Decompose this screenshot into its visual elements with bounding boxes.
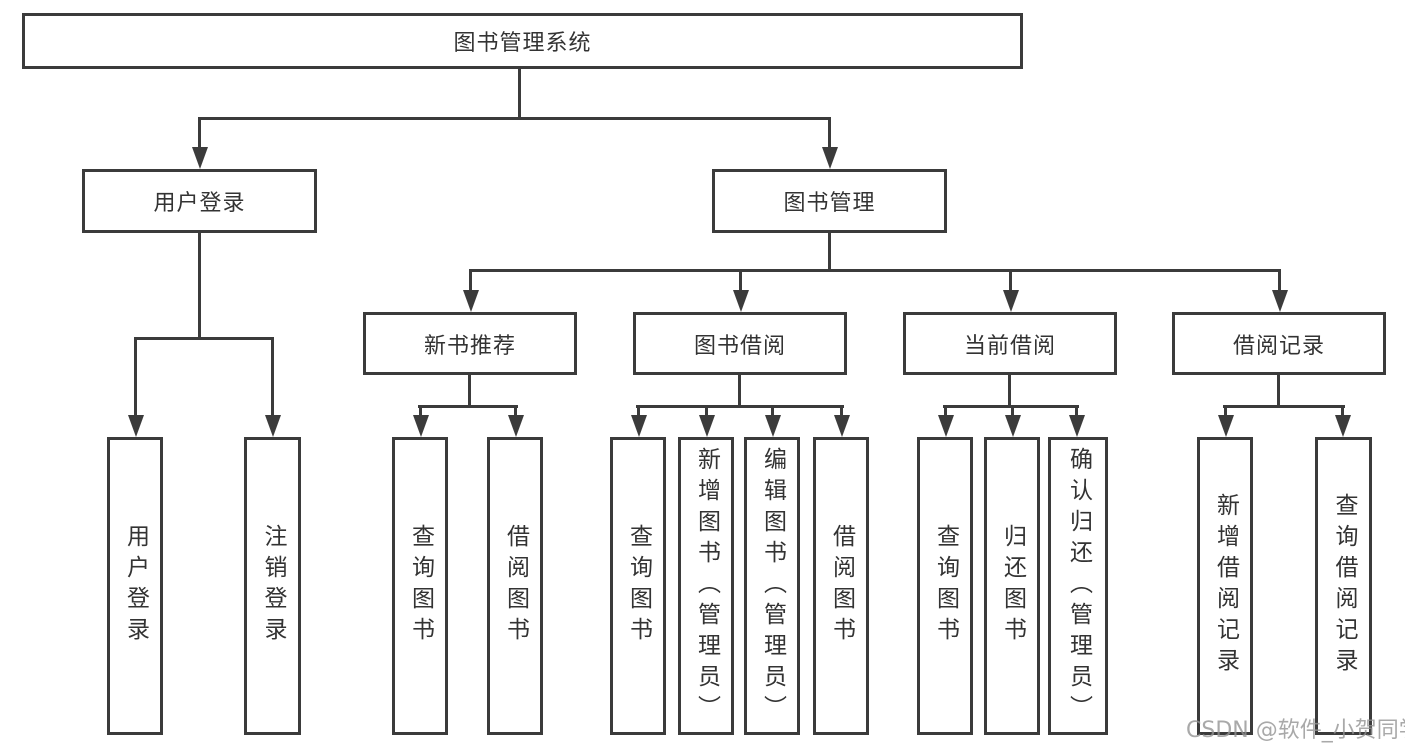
node-label: 编辑图书（管理员） bbox=[759, 446, 786, 726]
connector-root-stem bbox=[518, 66, 521, 119]
leaf-add-book-admin: 新增图书（管理员） bbox=[678, 437, 734, 735]
arrow-down-icon bbox=[764, 405, 781, 437]
node-label: 图书借阅 bbox=[693, 333, 786, 359]
connector-user-login-stem bbox=[198, 232, 201, 340]
node-label: 归还图书 bbox=[999, 524, 1026, 648]
arrow-down-icon bbox=[1271, 269, 1288, 312]
leaf-confirm-return-admin: 确认归还（管理员） bbox=[1048, 437, 1108, 735]
leaf-query-books-borrowing: 查询图书 bbox=[610, 437, 666, 735]
node-borrowing-records: 借阅记录 bbox=[1172, 312, 1386, 375]
arrow-down-icon bbox=[833, 405, 850, 437]
node-label: 确认归还（管理员） bbox=[1065, 446, 1092, 726]
leaf-borrow-books-recommend: 借阅图书 bbox=[487, 437, 543, 735]
arrow-down-icon bbox=[1068, 405, 1085, 437]
node-label: 借阅图书 bbox=[502, 524, 529, 648]
node-label: 注销登录 bbox=[260, 524, 286, 648]
connector-book-mgmt-stem bbox=[828, 232, 831, 272]
node-library-system: 图书管理系统 bbox=[22, 13, 1023, 69]
arrow-down-icon bbox=[698, 405, 715, 437]
node-label: 借阅图书 bbox=[828, 524, 855, 648]
connector-borrowing-rail bbox=[636, 405, 844, 408]
connector-level3-rail bbox=[469, 269, 1281, 272]
node-label: 查询图书 bbox=[625, 524, 652, 648]
connector-current-stem bbox=[1008, 374, 1011, 408]
arrow-down-icon bbox=[1334, 405, 1351, 437]
node-label: 用户登录 bbox=[153, 191, 246, 216]
leaf-query-borrow-record: 查询借阅记录 bbox=[1315, 437, 1372, 735]
connector-user-login-rail bbox=[134, 337, 274, 340]
node-label: 查询图书 bbox=[407, 524, 434, 648]
connector-newbook-rail bbox=[418, 405, 518, 408]
node-label: 图书管理 bbox=[783, 191, 876, 216]
node-label: 借阅记录 bbox=[1232, 333, 1325, 359]
leaf-query-books-current: 查询图书 bbox=[917, 437, 973, 735]
leaf-edit-book-admin: 编辑图书（管理员） bbox=[744, 437, 800, 735]
leaf-logout: 注销登录 bbox=[244, 437, 301, 735]
arrow-down-icon bbox=[937, 405, 954, 437]
node-label: 新增借阅记录 bbox=[1212, 493, 1239, 679]
node-user-login: 用户登录 bbox=[82, 169, 317, 233]
leaf-return-books: 归还图书 bbox=[984, 437, 1040, 735]
arrow-down-icon bbox=[264, 337, 281, 437]
arrow-down-icon bbox=[127, 337, 144, 437]
arrow-down-icon bbox=[1217, 405, 1234, 437]
arrow-down-icon bbox=[630, 405, 647, 437]
node-label: 新书推荐 bbox=[423, 333, 516, 359]
arrow-down-icon bbox=[191, 117, 208, 169]
leaf-query-books-recommend: 查询图书 bbox=[392, 437, 448, 735]
arrow-down-icon bbox=[1002, 269, 1019, 312]
leaf-user-login: 用户登录 bbox=[107, 437, 163, 735]
connector-newbook-stem bbox=[468, 374, 471, 408]
arrow-down-icon bbox=[412, 405, 429, 437]
arrow-down-icon bbox=[821, 117, 838, 169]
connector-records-rail bbox=[1223, 405, 1345, 408]
arrow-down-icon bbox=[462, 269, 479, 312]
leaf-borrow-books-borrowing: 借阅图书 bbox=[813, 437, 869, 735]
node-label: 当前借阅 bbox=[963, 333, 1056, 359]
node-label: 用户登录 bbox=[122, 524, 149, 648]
node-book-management: 图书管理 bbox=[712, 169, 947, 233]
arrow-down-icon bbox=[732, 269, 749, 312]
node-current-borrowing: 当前借阅 bbox=[903, 312, 1117, 375]
leaf-add-borrow-record: 新增借阅记录 bbox=[1197, 437, 1253, 735]
node-label: 新增图书（管理员） bbox=[693, 446, 720, 726]
connector-borrowing-stem bbox=[738, 374, 741, 408]
connector-level2-rail bbox=[198, 117, 831, 120]
connector-records-stem bbox=[1277, 374, 1280, 408]
node-book-borrowing: 图书借阅 bbox=[633, 312, 847, 375]
node-label: 查询图书 bbox=[932, 524, 959, 648]
arrow-down-icon bbox=[1004, 405, 1021, 437]
node-new-book-recommendation: 新书推荐 bbox=[363, 312, 577, 375]
arrow-down-icon bbox=[507, 405, 524, 437]
node-label: 查询借阅记录 bbox=[1331, 493, 1357, 679]
node-label: 图书管理系统 bbox=[453, 31, 592, 56]
